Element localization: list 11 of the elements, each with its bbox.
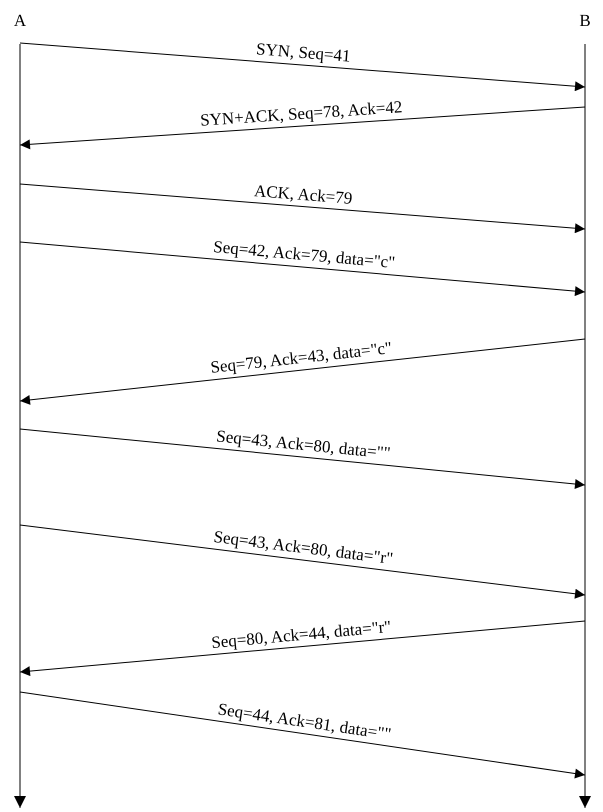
lifeline-label: A	[14, 11, 26, 30]
message-arrow	[20, 620, 586, 676]
message-arrow	[20, 338, 586, 405]
message-arrow	[20, 524, 586, 599]
lifeline-label: B	[579, 11, 591, 30]
message-arrow	[20, 242, 586, 296]
message-arrow	[20, 692, 586, 778]
message-arrow	[20, 428, 586, 489]
message-arrow	[20, 106, 586, 150]
message-arrow	[20, 42, 586, 92]
message-arrow	[20, 184, 586, 234]
